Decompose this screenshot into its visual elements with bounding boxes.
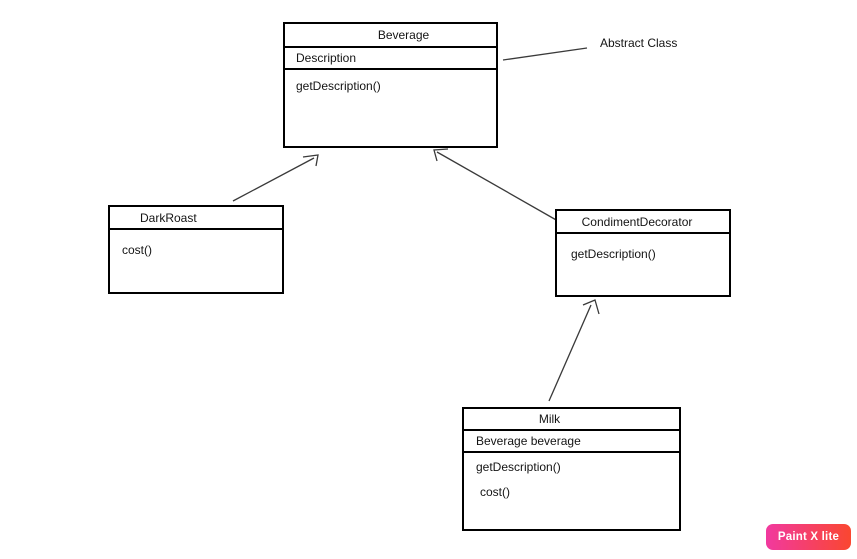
watermark-label: Paint X lite (777, 531, 840, 543)
class-name: CondimentDecorator (581, 214, 693, 229)
class-attribute-row: Beverage beverage (464, 431, 679, 453)
watermark-badge: Paint X lite (766, 524, 851, 550)
method-label: getDescription() (296, 79, 381, 93)
class-name: DarkRoast (140, 210, 197, 225)
method-label: getDescription() (571, 247, 656, 261)
class-name: Beverage (377, 28, 430, 42)
class-title-condiment-decorator: CondimentDecorator (557, 211, 729, 234)
class-title-beverage: Beverage (285, 24, 496, 48)
inheritance-line-milk-condiment (548, 304, 592, 402)
class-title-darkroast: DarkRoast (110, 207, 282, 230)
annotation-pointer-line (502, 47, 588, 61)
class-methods-darkroast: cost() (110, 230, 282, 257)
class-box-darkroast: DarkRoast cost() (108, 205, 284, 294)
attribute-label: Description (296, 51, 357, 65)
class-name: Milk (538, 412, 561, 426)
class-methods-milk: getDescription() cost() (464, 453, 679, 499)
inheritance-line-darkroast-beverage (232, 157, 315, 202)
annotation-abstract-class: Abstract Class (600, 36, 678, 50)
inheritance-line-condiment-beverage (436, 151, 559, 222)
class-attribute-row: Description (285, 48, 496, 70)
class-title-milk: Milk (464, 409, 679, 431)
class-box-beverage: Beverage Description getDescription() (283, 22, 498, 148)
class-box-milk: Milk Beverage beverage getDescription() … (462, 407, 681, 531)
arrowhead-milk-condiment-icon (582, 299, 600, 315)
method-label: cost() (480, 485, 510, 499)
class-methods-condiment-decorator: getDescription() (557, 234, 729, 261)
method-label: cost() (122, 243, 152, 257)
class-box-condiment-decorator: CondimentDecorator getDescription() (555, 209, 731, 297)
method-label: getDescription() (476, 460, 561, 474)
arrowhead-darkroast-beverage-icon (302, 154, 319, 167)
class-methods-beverage: getDescription() (285, 70, 496, 93)
attribute-label: Beverage beverage (476, 434, 581, 448)
arrowhead-condiment-beverage-icon (433, 148, 449, 162)
